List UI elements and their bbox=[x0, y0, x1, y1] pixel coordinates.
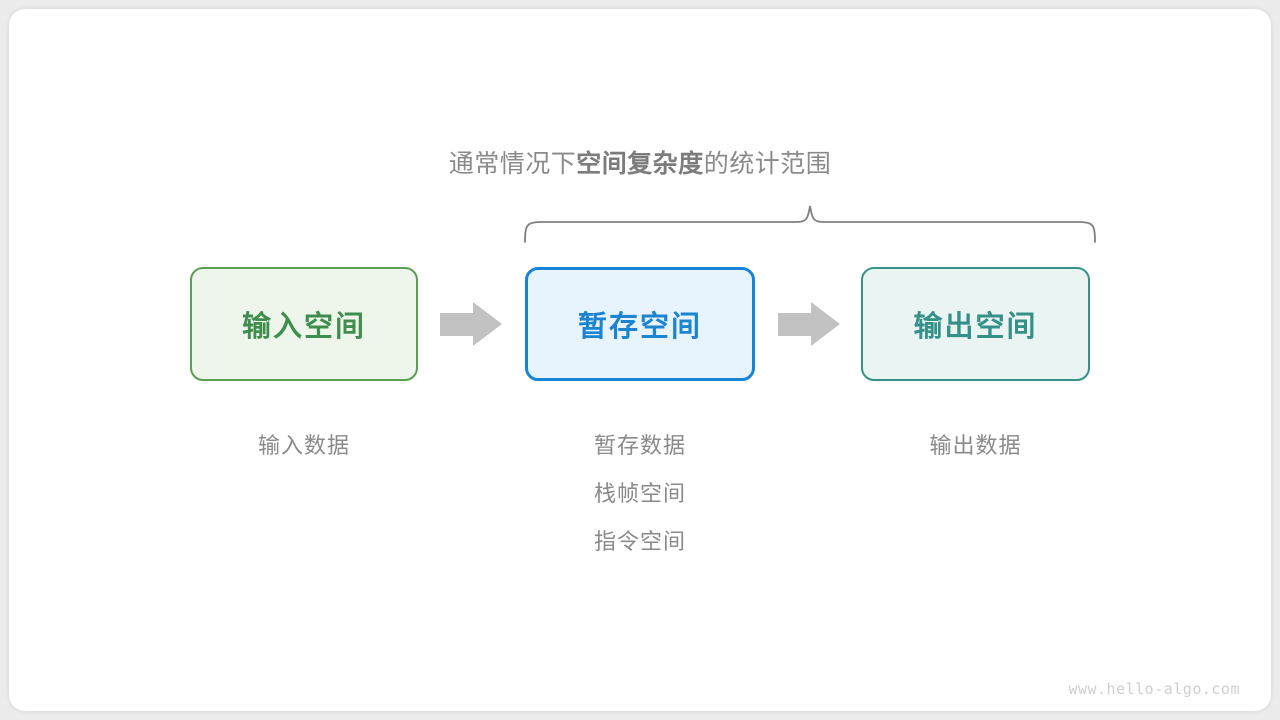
caption-prefix: 通常情况下 bbox=[448, 150, 577, 178]
detail-item: 暂存数据 bbox=[593, 433, 686, 458]
arrow-head bbox=[811, 302, 840, 346]
stage-box-input-label: 输入空间 bbox=[241, 311, 366, 343]
detail-item: 指令空间 bbox=[593, 529, 686, 554]
arrow-head bbox=[473, 302, 502, 346]
stage-box-input[interactable]: 输入空间 bbox=[190, 267, 418, 381]
arrow-shaft bbox=[440, 313, 476, 336]
arrow-shaft bbox=[778, 313, 814, 336]
brace-caption: 通常情况下空间复杂度的统计范围 bbox=[0, 144, 1280, 180]
watermark: www.hello-algo.com bbox=[1068, 680, 1240, 698]
detail-item: 输出数据 bbox=[929, 433, 1022, 458]
stage-box-temp[interactable]: 暂存空间 bbox=[525, 267, 755, 381]
stage-box-output-label: 输出空间 bbox=[913, 311, 1038, 343]
detail-list-input: 输入数据 bbox=[190, 422, 418, 470]
stage-box-temp-label: 暂存空间 bbox=[577, 311, 702, 343]
detail-item: 栈帧空间 bbox=[593, 481, 686, 506]
arrow-input-to-temp-icon bbox=[440, 302, 502, 347]
arrow-temp-to-output-icon bbox=[778, 302, 840, 347]
detail-list-temp: 暂存数据 栈帧空间 指令空间 bbox=[525, 422, 755, 566]
curly-brace-icon bbox=[524, 205, 1096, 243]
detail-list-output: 输出数据 bbox=[861, 422, 1090, 470]
caption-emphasis: 空间复杂度 bbox=[576, 150, 704, 178]
detail-item: 输入数据 bbox=[257, 433, 350, 458]
caption-suffix: 的统计范围 bbox=[703, 150, 832, 178]
stage-box-output[interactable]: 输出空间 bbox=[861, 267, 1090, 381]
